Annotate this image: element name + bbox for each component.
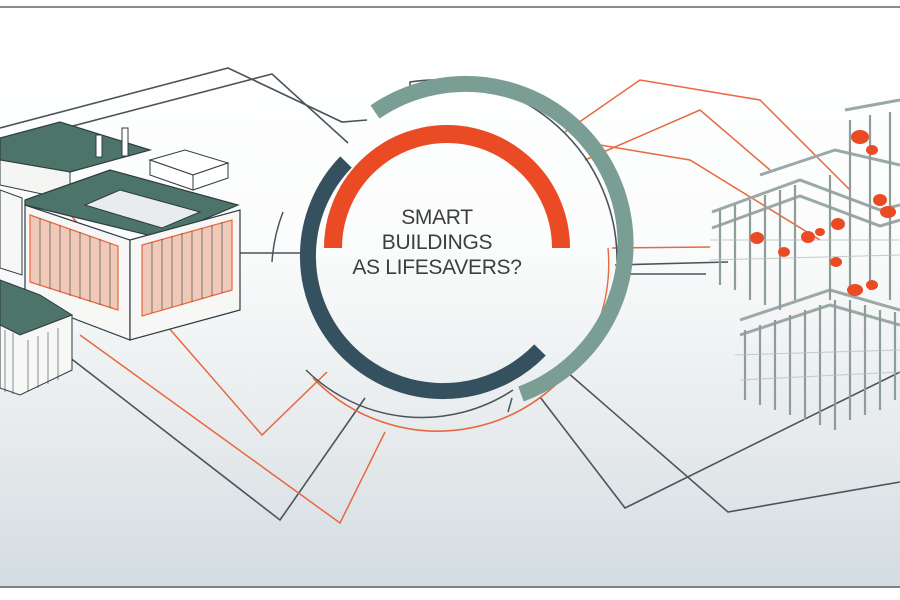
orange-arc — [324, 125, 570, 249]
center-rings — [299, 75, 634, 402]
title-line-1: SMART — [401, 206, 473, 229]
title-line-3: AS LIFESAVERS? — [352, 256, 522, 279]
green-arc — [370, 75, 634, 402]
title-line-2: BUILDINGS — [381, 231, 493, 254]
office-building-illustration — [0, 121, 241, 396]
bim-structure-illustration — [709, 98, 900, 430]
navy-arc — [299, 156, 546, 400]
diagram-title: SMART BUILDINGS AS LIFESAVERS? — [337, 205, 537, 280]
dark-connector-lines — [0, 67, 900, 522]
bim-highlight-nodes — [750, 130, 896, 296]
